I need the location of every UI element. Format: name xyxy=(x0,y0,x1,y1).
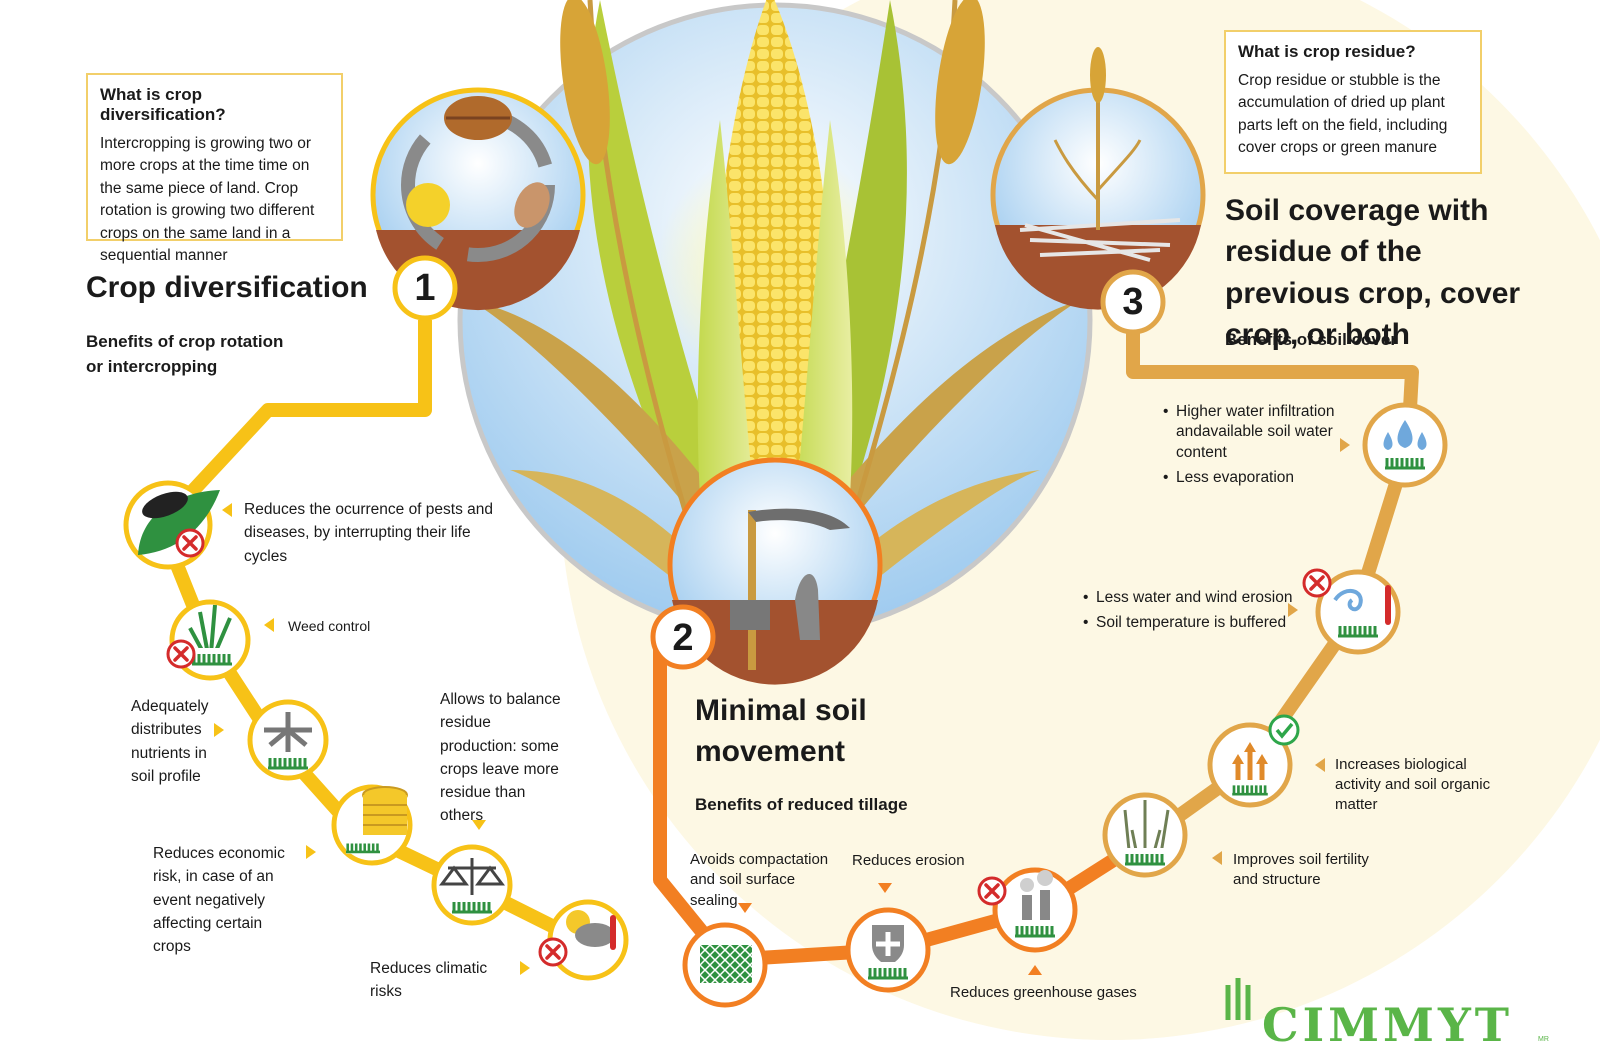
info-box-text: Crop residue or stubble is the accumulat… xyxy=(1238,72,1448,157)
benefit-residue-balance-label: Allows to balance residue production: so… xyxy=(440,691,561,825)
dry-leaf xyxy=(510,470,720,600)
benefit-climatic-label: Reduces climatic risks xyxy=(370,960,488,1001)
benefit-list-water: Higher water infiltration andavailable s… xyxy=(1163,402,1353,494)
weather-icon xyxy=(538,899,629,981)
pointer-arrows-orange xyxy=(738,883,1042,975)
benefit-temperature-label: Soil temperature is buffered xyxy=(1083,613,1298,634)
balance-scale-icon xyxy=(431,844,513,926)
pointer-arrows-yellow xyxy=(214,503,530,975)
info-box-heading: What is crop residue? xyxy=(1238,42,1416,61)
benefit-nutrients-label: Adequately distributes nutrients in soil… xyxy=(131,698,209,785)
corn-husk xyxy=(790,120,853,560)
wind-water-icon xyxy=(1302,568,1401,655)
info-box-heading: What is crop diversification? xyxy=(100,85,226,124)
step-1-badge xyxy=(392,255,458,321)
wheat-ear xyxy=(935,0,985,165)
benefit-pests-label: Reduces the ocurrence of pests and disea… xyxy=(244,501,494,565)
benefit-weed-label: Weed control xyxy=(288,618,371,634)
cimmyt-logo-mr: MR xyxy=(1538,1036,1549,1043)
step-3-number: 3 xyxy=(1122,281,1144,323)
pest-leaf-icon xyxy=(123,480,220,570)
nutrient-distribution-icon xyxy=(247,699,329,781)
info-box-text: Intercropping is growing two or more cro… xyxy=(100,135,315,265)
corn-leaf xyxy=(587,0,780,650)
water-drops-icon xyxy=(1362,402,1448,488)
benefit-wind-erosion-label: Less water and wind erosion xyxy=(1083,588,1298,609)
biological-activity-icon xyxy=(1207,714,1300,808)
cimmyt-logo-mark xyxy=(1225,978,1251,1020)
cimmyt-logo: CIMMYT xyxy=(1262,998,1514,1052)
coins-icon xyxy=(331,784,413,866)
crop-residue-info-box: What is crop residue? Crop residue or st… xyxy=(1224,30,1482,174)
weed-icon xyxy=(166,599,251,681)
soil-residue-scene xyxy=(990,47,1206,310)
corn-husk xyxy=(697,120,760,560)
crop-rotation-scene xyxy=(370,87,586,311)
wheat-ear xyxy=(560,0,610,165)
crop-diversification-subtitle: Benefits of crop rotation or intercroppi… xyxy=(86,332,284,376)
benefit-erosion-label: Reduces erosion xyxy=(852,852,965,869)
plant-growth-icon xyxy=(1102,792,1188,878)
benefit-compaction-label: Avoids compactation and soil surface sea… xyxy=(690,851,829,909)
crop-diversification-path xyxy=(168,320,574,942)
soil-structure-icon xyxy=(682,922,768,1008)
dry-leaf xyxy=(830,470,1040,600)
benefit-greenhouse-label: Reduces greenhouse gases xyxy=(950,984,1137,1001)
dry-leaf xyxy=(800,300,1080,560)
benefit-evaporation-label: Less evaporation xyxy=(1163,468,1353,489)
benefit-biological-label: Increases biological activity and soil o… xyxy=(1335,756,1491,813)
step-1-number: 1 xyxy=(414,267,436,309)
benefit-list-erosion: Less water and wind erosion Soil tempera… xyxy=(1083,588,1298,639)
crop-diversification-title: Crop diversification xyxy=(86,271,368,304)
reduced-tillage-scene xyxy=(667,457,883,685)
minimal-soil-title: Minimal soil movement xyxy=(695,694,867,769)
minimal-soil-subtitle: Benefits of reduced tillage xyxy=(695,795,908,814)
crop-diversification-info-box: What is crop diversification? Intercropp… xyxy=(86,73,343,264)
benefit-water-infiltration-label: Higher water infiltration andavailable s… xyxy=(1163,402,1353,463)
soil-coverage-title: Soil coverage with residue of the previo… xyxy=(1225,194,1521,352)
step-2-badge xyxy=(650,604,716,670)
step-3-badge xyxy=(1100,269,1166,335)
shield-icon xyxy=(845,907,931,993)
soil-coverage-subtitle: Benefits of soil cover xyxy=(1225,330,1397,349)
emissions-icon xyxy=(977,867,1078,953)
benefit-economic-label: Reduces economic risk, in case of an eve… xyxy=(153,845,285,955)
step-2-number: 2 xyxy=(672,617,694,659)
benefit-fertility-label: Improves soil fertility and structure xyxy=(1233,851,1369,888)
